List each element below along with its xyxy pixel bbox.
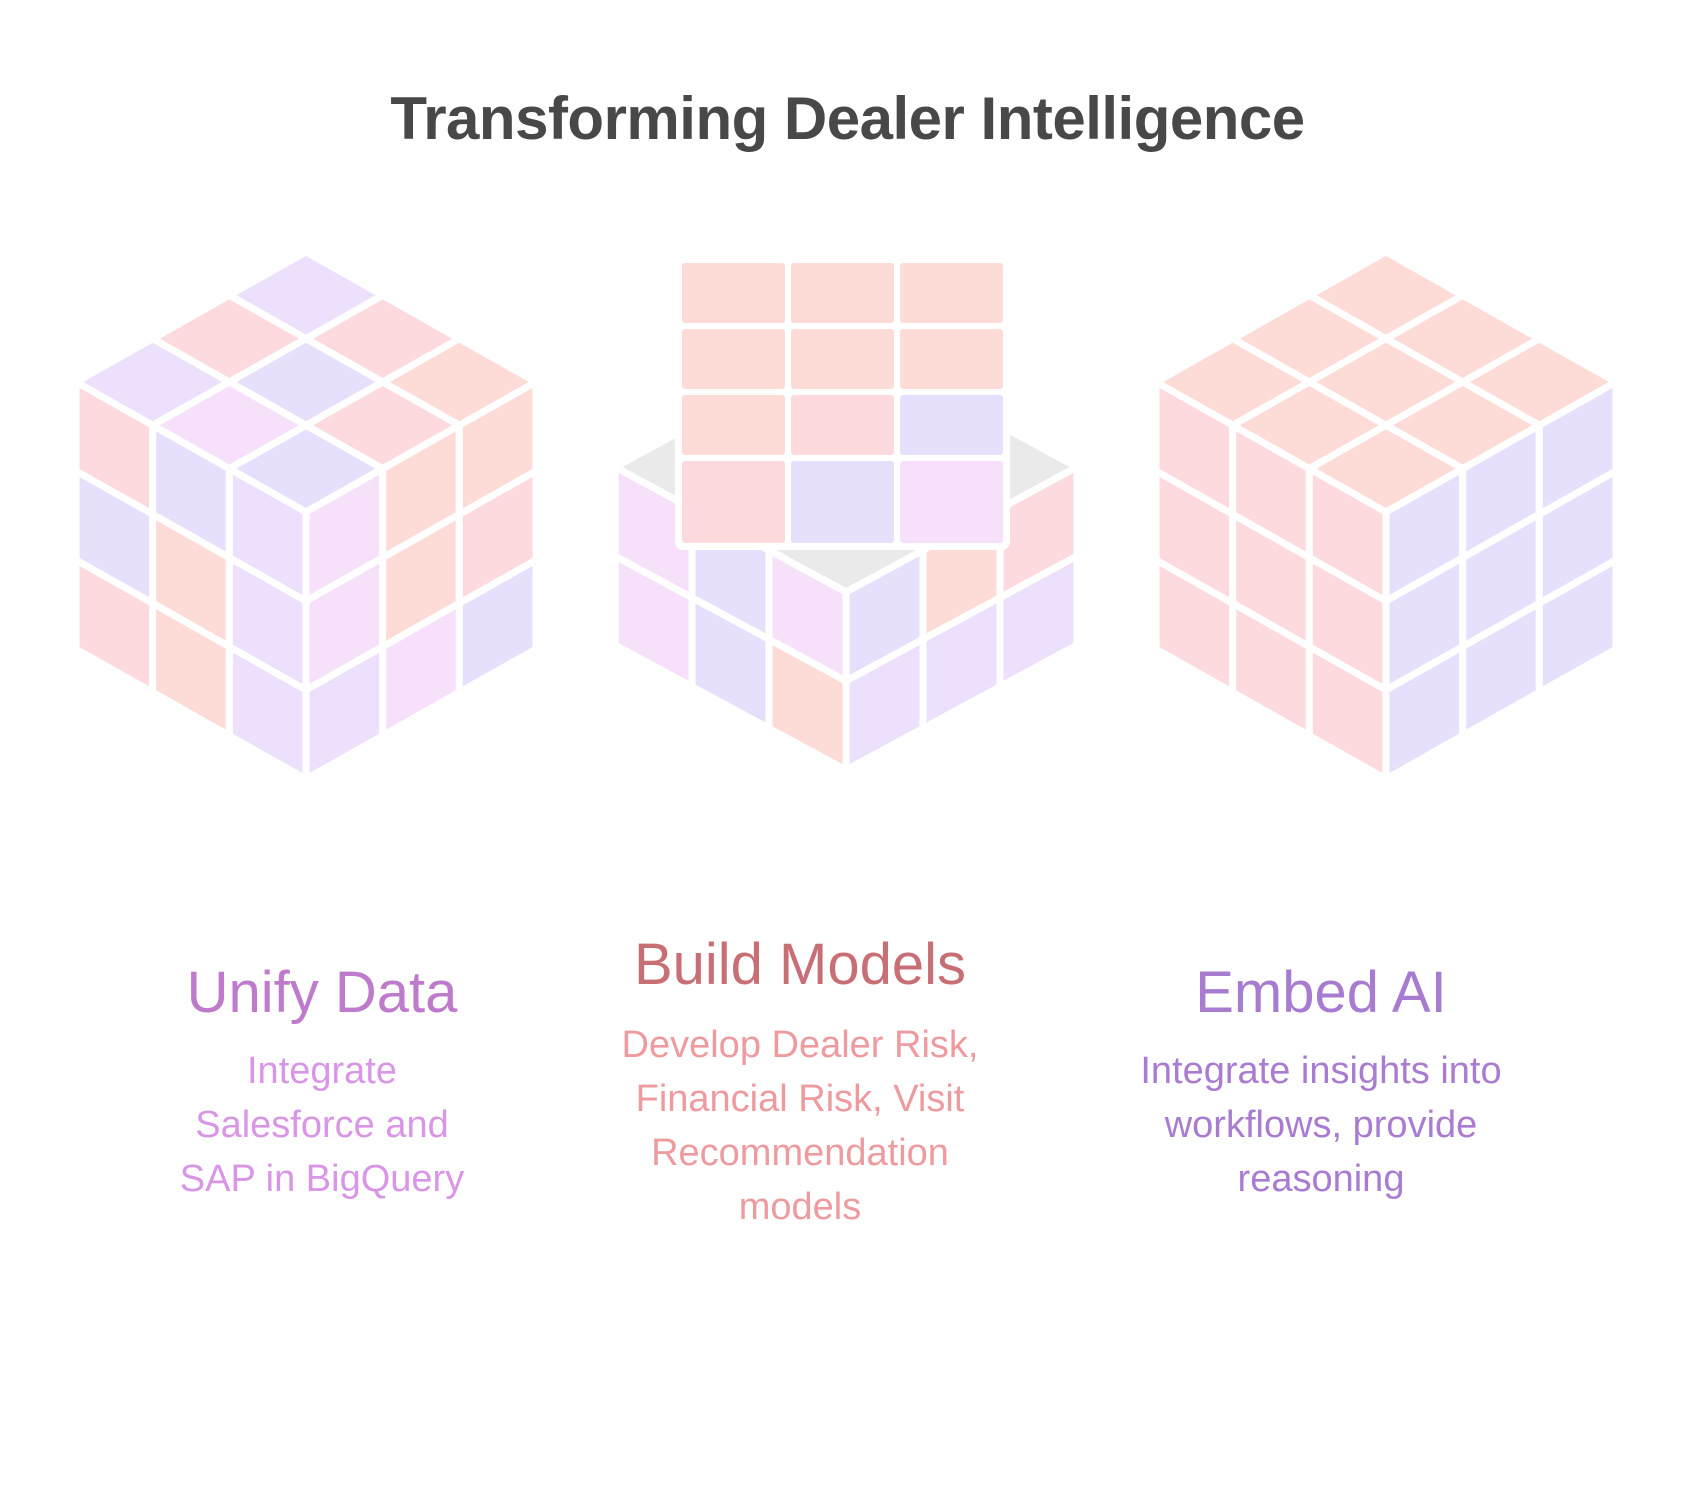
description-line: SAP in BigQuery bbox=[179, 1158, 465, 1200]
page-title: Transforming Dealer Intelligence bbox=[390, 85, 1305, 152]
description-line: Integrate bbox=[247, 1050, 397, 1092]
description-line: reasoning bbox=[1237, 1158, 1405, 1200]
cube-building-icon bbox=[611, 256, 1081, 774]
step-unify-data: Unify Data Integrate Salesforce and SAP … bbox=[82, 958, 562, 1206]
step-heading: Build Models bbox=[633, 932, 967, 997]
step-heading: Unify Data bbox=[186, 960, 458, 1025]
cube-solved-icon bbox=[1152, 248, 1620, 783]
description-line: Recommendation bbox=[651, 1132, 949, 1174]
step-description: Integrate insights into workflows, provi… bbox=[1081, 1044, 1561, 1206]
step-heading: Embed AI bbox=[1195, 960, 1447, 1025]
description-line: Develop Dealer Risk, bbox=[621, 1024, 979, 1066]
description-line: Financial Risk, Visit bbox=[635, 1078, 965, 1120]
step-build-models: Build Models Develop Dealer Risk, Financ… bbox=[560, 930, 1040, 1234]
step-description: Integrate Salesforce and SAP in BigQuery bbox=[82, 1044, 562, 1206]
description-line: Salesforce and bbox=[195, 1104, 449, 1146]
cube-scrambled-icon bbox=[72, 248, 540, 783]
step-description: Develop Dealer Risk, Financial Risk, Vis… bbox=[560, 1018, 1040, 1234]
description-line: Integrate insights into bbox=[1140, 1050, 1502, 1092]
step-embed-ai: Embed AI Integrate insights into workflo… bbox=[1081, 958, 1561, 1206]
description-line: workflows, provide bbox=[1164, 1104, 1478, 1146]
description-line: models bbox=[738, 1186, 862, 1228]
